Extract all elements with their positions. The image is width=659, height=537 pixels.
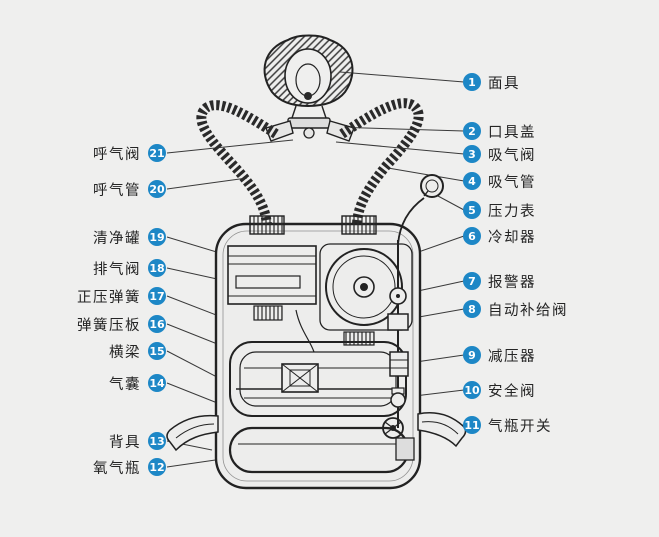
label-exhalation-tube: 呼气管 20: [93, 178, 166, 200]
oxygen-cylinder-drawing: [228, 426, 415, 474]
label-inhalation-valve: 3 吸气阀: [463, 143, 536, 165]
callout-badge: 18: [148, 259, 166, 277]
callout-badge: 5: [463, 201, 481, 219]
callout-badge: 7: [463, 272, 481, 290]
mask-drawing: [263, 34, 354, 119]
label-auto-supply-valve: 8 自动补给阀: [463, 298, 568, 320]
case-outline: [214, 215, 422, 490]
label-oxygen-cylinder: 氧气瓶 12: [93, 456, 166, 478]
label-text: 减压器: [488, 348, 536, 365]
label-spring-plate: 弹簧压板 16: [77, 313, 166, 335]
callout-badge: 16: [148, 315, 166, 333]
callout-badge: 3: [463, 145, 481, 163]
harness-straps-drawing: [166, 412, 467, 452]
label-harness: 背具 13: [109, 430, 166, 452]
label-text: 横梁: [109, 344, 141, 361]
label-crossbeam: 横梁 15: [109, 340, 166, 362]
label-inhalation-tube: 4 吸气管: [463, 170, 536, 192]
label-exhalation-valve: 呼气阀 21: [93, 142, 166, 164]
callout-badge: 17: [148, 287, 166, 305]
label-cylinder-valve: 11 气瓶开关: [463, 414, 552, 436]
callout-badge: 8: [463, 300, 481, 318]
label-text: 压力表: [488, 203, 536, 220]
label-text: 冷却器: [488, 229, 536, 246]
label-text: 安全阀: [488, 383, 536, 400]
label-text: 背具: [109, 434, 141, 451]
breathing-tubes: [196, 98, 424, 227]
label-purifier-canister: 清净罐 19: [93, 226, 166, 248]
label-text: 氧气瓶: [93, 460, 141, 477]
callout-badge: 9: [463, 346, 481, 364]
cylinder-switch-drawing: [382, 417, 404, 439]
label-text: 气瓶开关: [488, 418, 552, 435]
label-pressure-gauge: 5 压力表: [463, 199, 536, 221]
label-text: 气囊: [109, 376, 141, 393]
pressure-reducer-drawing: [389, 351, 409, 377]
callout-badge: 15: [148, 342, 166, 360]
callout-badge: 6: [463, 227, 481, 245]
label-mask: 1 面具: [463, 71, 520, 93]
air-bag-drawing: [229, 341, 407, 417]
purifier-canister-drawing: [227, 245, 317, 353]
callout-badge: 10: [463, 381, 481, 399]
auto-supply-valve-drawing: [387, 313, 409, 331]
callout-badge: 4: [463, 172, 481, 190]
label-safety-valve: 10 安全阀: [463, 379, 536, 401]
label-air-bag: 气囊 14: [109, 372, 166, 394]
label-text: 报警器: [488, 274, 536, 291]
label-cooler: 6 冷却器: [463, 225, 536, 247]
safety-valve-drawing: [390, 387, 406, 408]
label-text: 口具盖: [488, 124, 536, 141]
breathing-tube-left: [196, 100, 279, 227]
label-text: 呼气管: [93, 182, 141, 199]
label-text: 吸气阀: [488, 147, 536, 164]
callout-badge: 13: [148, 432, 166, 450]
label-positive-pressure-spring: 正压弹簧 17: [77, 285, 166, 307]
label-text: 正压弹簧: [77, 289, 141, 306]
label-alarm: 7 报警器: [463, 270, 536, 292]
callout-badge: 12: [148, 458, 166, 476]
callout-badge: 19: [148, 228, 166, 246]
callout-badge: 11: [463, 416, 481, 434]
label-text: 清净罐: [93, 230, 141, 247]
label-text: 呼气阀: [93, 146, 141, 163]
label-text: 吸气管: [488, 174, 536, 191]
breathing-tube-right: [339, 98, 424, 227]
callout-badge: 21: [148, 144, 166, 162]
callout-badge: 2: [463, 122, 481, 140]
callout-badge: 14: [148, 374, 166, 392]
label-text: 自动补给阀: [488, 302, 568, 319]
label-pressure-reducer: 9 减压器: [463, 344, 536, 366]
label-exhaust-valve: 排气阀 18: [93, 257, 166, 279]
callout-badge: 1: [463, 73, 481, 91]
label-text: 排气阀: [93, 261, 141, 278]
alarm-drawing: [389, 287, 407, 305]
label-text: 弹簧压板: [77, 317, 141, 334]
callout-badge: 20: [148, 180, 166, 198]
label-mouthpiece-cover: 2 口具盖: [463, 120, 536, 142]
label-text: 面具: [488, 75, 520, 92]
